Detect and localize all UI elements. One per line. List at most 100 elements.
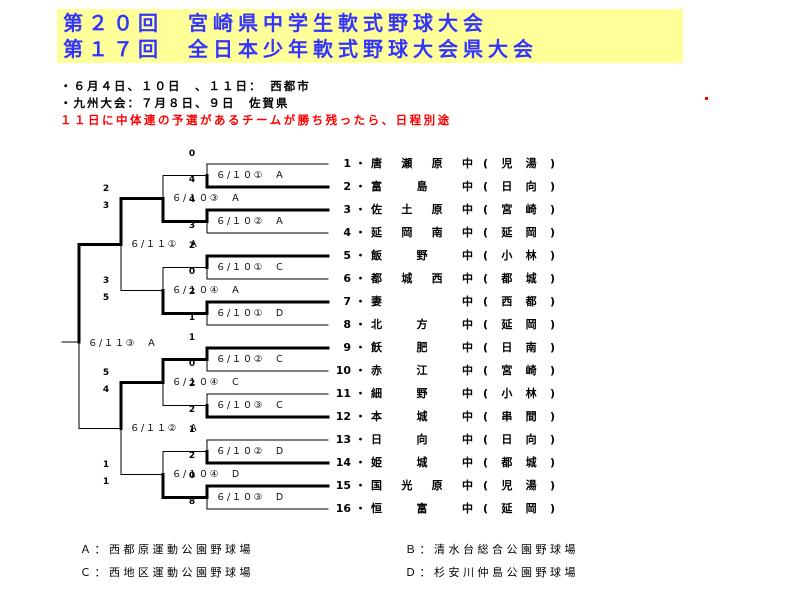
team-number: 6 xyxy=(343,272,351,285)
team-number: 13 xyxy=(335,433,351,446)
team-school: 恒富中 xyxy=(371,502,473,515)
score-bottom: 5 xyxy=(102,292,110,303)
match-label: ６/１０② Ｄ xyxy=(216,445,286,457)
team-school: 北方中 xyxy=(371,318,473,331)
team-school: 唐瀬原中 xyxy=(371,157,473,170)
team-row: 14・姫城中(都城) xyxy=(333,456,568,470)
team-bullet: ・ xyxy=(355,318,366,331)
team-bullet: ・ xyxy=(355,364,366,377)
venue-d: Ｄ：杉安川仲島公園野球場 xyxy=(405,566,579,579)
red-dot-mark xyxy=(705,97,708,100)
score-bottom: 3 xyxy=(188,221,196,231)
team-bullet: ・ xyxy=(355,295,366,308)
title-line-1: 第２０回 宮崎県中学生軟式野球大会 xyxy=(63,11,488,35)
team-area: (日向) xyxy=(483,433,555,446)
team-school: 赤江中 xyxy=(371,364,473,377)
team-area: (宮崎) xyxy=(483,364,555,377)
score-bottom: 0 xyxy=(188,359,196,369)
team-number: 2 xyxy=(343,180,351,193)
team-school: 飯野中 xyxy=(371,249,473,262)
match-label: ６/１０① Ｃ xyxy=(216,261,286,273)
team-number: 14 xyxy=(335,456,351,469)
team-bullet: ・ xyxy=(355,479,366,492)
score-top: 2 xyxy=(102,183,110,194)
team-area: (西都) xyxy=(483,295,555,308)
team-bullet: ・ xyxy=(355,502,366,515)
score-bottom: 4 xyxy=(188,175,196,185)
team-number: 16 xyxy=(335,502,351,515)
title-line-2: 第１７回 全日本少年軟式野球大会県大会 xyxy=(63,37,538,61)
team-bullet: ・ xyxy=(355,203,366,216)
team-number: 1 xyxy=(343,157,351,170)
team-row: 12・本城中(串間) xyxy=(333,410,568,424)
team-number: 12 xyxy=(335,410,351,423)
team-number: 10 xyxy=(335,364,351,377)
team-row: 15・国光原中(児湯) xyxy=(333,479,568,493)
score-bottom: 4 xyxy=(102,384,110,395)
info-dates: ・６月４日、１０日 、１１日： 西都市 xyxy=(60,79,311,93)
team-area: (都城) xyxy=(483,272,555,285)
team-area: (延岡) xyxy=(483,502,555,515)
final-label: ６/１１③ Ａ xyxy=(88,338,158,349)
match-label: ６/１０④ Ｃ xyxy=(172,376,242,388)
team-bullet: ・ xyxy=(355,410,366,423)
team-school: 姫城中 xyxy=(371,456,473,469)
title-banner xyxy=(57,9,683,63)
score-bottom: 1 xyxy=(188,313,196,323)
score-top: 5 xyxy=(102,367,110,378)
score-top: 1 xyxy=(188,333,196,343)
team-row: 3 ・佐土原中 (宮崎) xyxy=(333,203,568,217)
team-area: (日南) xyxy=(483,341,555,354)
team-row: 10 ・赤江中 (宮崎) xyxy=(333,364,568,378)
match-label: ６/１０② Ａ xyxy=(216,215,286,227)
team-bullet: ・ xyxy=(355,387,366,400)
match-label: ６/１０① Ｄ xyxy=(216,307,286,319)
team-area: (日向) xyxy=(483,180,555,193)
match-label: ６/１０③ Ｃ xyxy=(216,399,286,411)
team-bullet: ・ xyxy=(355,272,366,285)
venue-c: Ｃ：西地区運動公園野球場 xyxy=(80,566,254,579)
team-bullet: ・ xyxy=(355,157,366,170)
team-bullet: ・ xyxy=(355,180,366,193)
score-top: 2 xyxy=(188,287,196,297)
team-school: 飫肥中 xyxy=(371,341,473,354)
venue-b: Ｂ：清水台総合公園野球場 xyxy=(405,543,579,556)
team-bullet: ・ xyxy=(355,249,366,262)
match-label: ６/１０④ Ｄ xyxy=(172,468,242,480)
team-number: 3 xyxy=(343,203,351,216)
team-area: (小林) xyxy=(483,249,555,262)
match-label: ６/１０④ Ａ xyxy=(172,284,242,296)
score-bottom: 8 xyxy=(188,497,196,507)
team-row: 13 ・日向中 (日向) xyxy=(333,433,568,447)
score-top: 1 xyxy=(188,425,196,435)
team-school: 国光原中 xyxy=(371,479,473,492)
team-school: 佐土原中 xyxy=(371,203,473,216)
team-number: 11 xyxy=(335,387,351,400)
team-bullet: ・ xyxy=(355,456,366,469)
score-top: 4 xyxy=(188,195,196,205)
score-bottom: 3 xyxy=(102,200,110,211)
team-number: 15 xyxy=(335,479,351,492)
team-number: 9 xyxy=(343,341,351,354)
team-school: 細野中 xyxy=(371,387,473,400)
team-row: 8・北方中(延岡) xyxy=(333,318,568,332)
team-school: 妻中 xyxy=(371,295,473,308)
score-bottom: 2 xyxy=(188,451,196,461)
match-label: ６/１１② Ａ xyxy=(130,422,200,434)
team-number: 7 xyxy=(343,295,351,308)
team-area: (児湯) xyxy=(483,157,555,170)
team-school: 日向中 xyxy=(371,433,473,446)
team-number: 4 xyxy=(343,226,351,239)
info-note: １１日に中体連の予選があるチームが勝ち残ったら、日程別途 xyxy=(60,113,452,127)
venue-a: Ａ：西都原運動公園野球場 xyxy=(80,543,254,556)
team-area: (延岡) xyxy=(483,226,555,239)
match-label: ６/１０② Ｃ xyxy=(216,353,286,365)
team-row: 6・都城西中(都城) xyxy=(333,272,568,286)
score-top: 0 xyxy=(188,149,196,159)
match-label: ６/１０③ Ｄ xyxy=(216,491,286,503)
score-top: 2 xyxy=(188,241,196,251)
team-bullet: ・ xyxy=(355,433,366,446)
team-area: (宮崎) xyxy=(483,203,555,216)
team-row: 7 ・妻中 (西都) xyxy=(333,295,568,309)
team-number: 5 xyxy=(343,249,351,262)
